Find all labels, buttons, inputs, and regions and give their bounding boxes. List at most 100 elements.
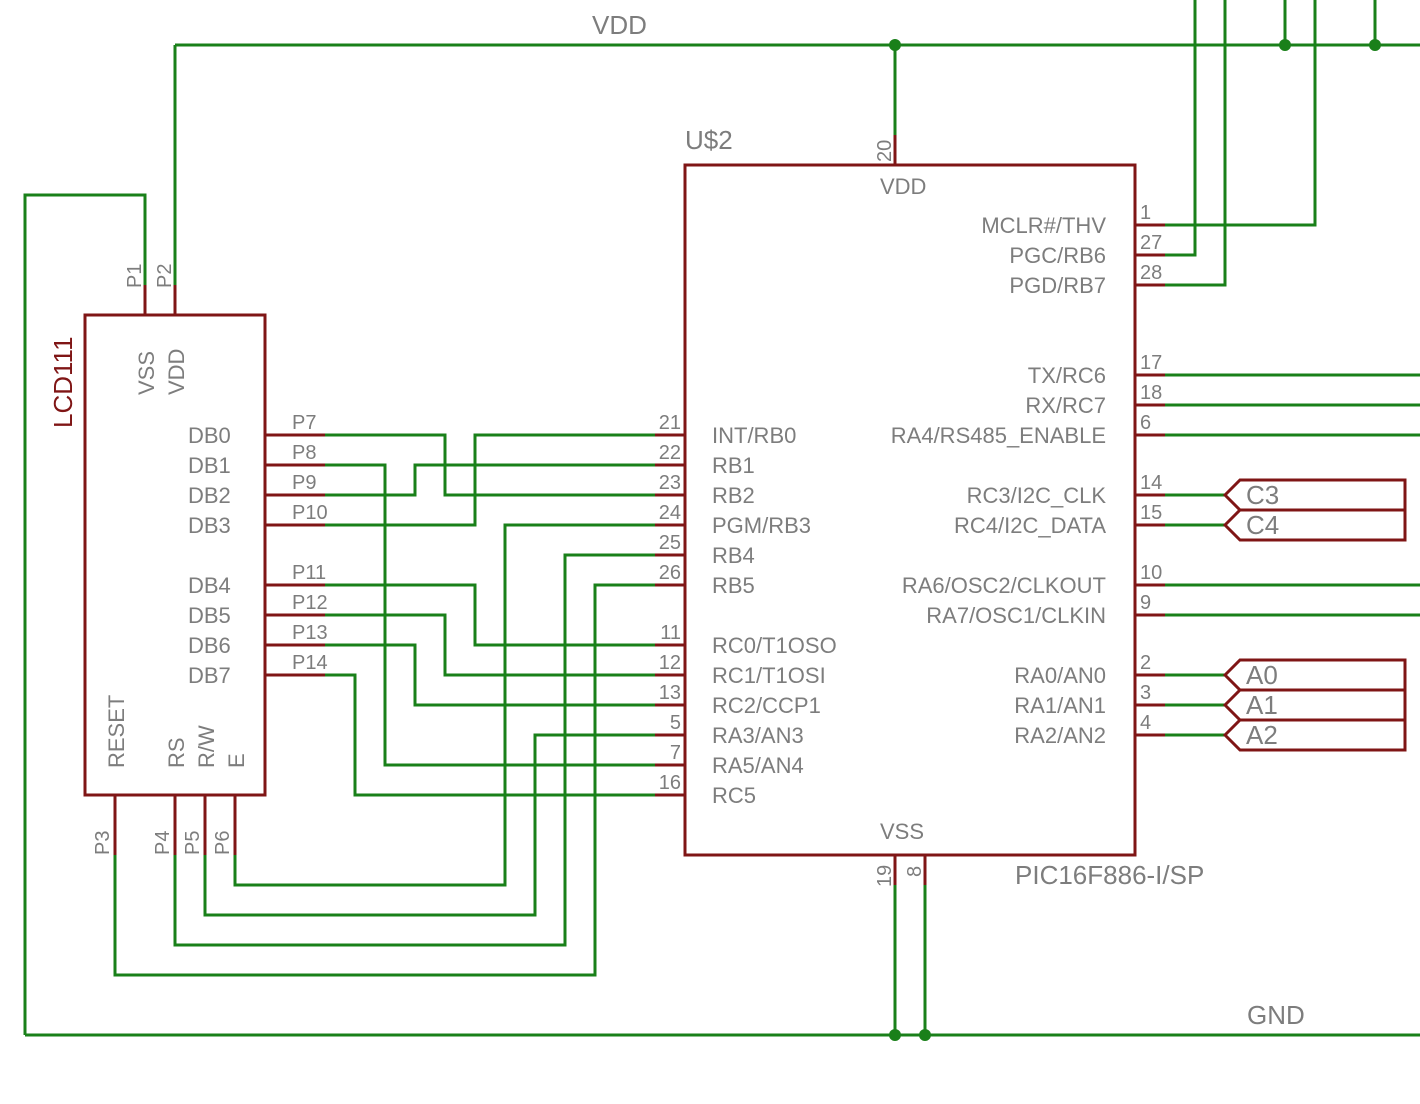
mcu-pin-name: RA2/AN2: [1014, 723, 1106, 748]
lcd-bottom-pins: P3 P4 P5 P6 RESET RS R/W E: [92, 695, 249, 855]
mcu-pin-number: 18: [1140, 382, 1162, 404]
junction-dot: [889, 39, 901, 51]
mcu-pin-number: 14: [1140, 472, 1162, 494]
lcd-pin-number: P3: [92, 831, 114, 855]
mcu-pin-number: 6: [1140, 412, 1151, 434]
mcu-pin-number: 13: [659, 682, 681, 704]
mcu-pin-number: 28: [1140, 262, 1162, 284]
mcu-pin-number: 17: [1140, 352, 1162, 374]
mcu-pin-name: RA5/AN4: [712, 753, 804, 778]
mcu-pin-number: 26: [659, 562, 681, 584]
lcd-reference: LCD111: [48, 336, 78, 428]
mcu-pin-name: RA6/OSC2/CLKOUT: [902, 573, 1106, 598]
mcu-pin-number: 24: [659, 502, 681, 524]
mcu-pin-number: 3: [1140, 682, 1151, 704]
lcd-pin-number: P4: [152, 831, 174, 855]
lcd-pin-name: R/W: [194, 725, 219, 768]
mcu-pin-number: 10: [1140, 562, 1162, 584]
mcu-pin-number: 23: [659, 472, 681, 494]
mcu-pin-name: RC3/I2C_CLK: [967, 483, 1107, 508]
port-label: C3: [1246, 480, 1279, 510]
junctions: [889, 39, 1381, 1041]
e-to-rb3-wire: [233, 523, 655, 887]
mcu-pin-number: 20: [874, 140, 896, 162]
port-label: A2: [1246, 720, 1278, 750]
mcu-pin-name: RA3/AN3: [712, 723, 804, 748]
mcu-pin-number: 21: [659, 412, 681, 434]
mcu-left-pins: 21 22 23 24 25 26 11 12 13 5 7 16 INT/RB…: [655, 412, 837, 808]
mcu-pin-number: 16: [659, 772, 681, 794]
mcu-pin-number: 2: [1140, 652, 1151, 674]
mcu-body: [683, 163, 1137, 857]
mcu-pin-number: 27: [1140, 232, 1162, 254]
junction-dot: [919, 1029, 931, 1041]
mcu-pin-number: 11: [660, 622, 681, 644]
mcu-reference: U$2: [685, 125, 733, 155]
lcd-pin-number: P11: [292, 562, 326, 584]
mcu-pin-number: 19: [874, 865, 896, 887]
port-label: A1: [1246, 690, 1278, 720]
gnd-to-lcd-p1-wire: [23, 193, 147, 1035]
mcu-pin-name: PGM/RB3: [712, 513, 811, 538]
mcu-pin-name: RA7/OSC1/CLKIN: [926, 603, 1106, 628]
mcu-pin-name: RB1: [712, 453, 755, 478]
mcu-pin-name: TX/RC6: [1028, 363, 1106, 388]
mcu-pin-number: 7: [670, 742, 681, 764]
lcd-pin-name: DB0: [188, 423, 231, 448]
lcd-pin-name: DB4: [188, 573, 231, 598]
lcd-pin-number: P12: [292, 592, 328, 614]
mcu-pin-name: RB5: [712, 573, 755, 598]
port-a1-shape: [1222, 688, 1407, 722]
mcu-pin-name: RC4/I2C_DATA: [954, 513, 1106, 538]
lcd-pin-name: DB1: [188, 453, 231, 478]
lcd-pin-number: P8: [292, 442, 316, 464]
mcu-pin-name: VDD: [880, 174, 926, 199]
lcd-pin-number: P1: [124, 264, 146, 288]
lcd-pin-name: RS: [164, 737, 189, 768]
mcu-pin-number: 8: [904, 866, 926, 877]
mcu-pin-number: 1: [1140, 202, 1151, 224]
lcd-right-pins: P7 P8 P9 P10 P11 P12 P13 P14 DB0 DB1 DB2…: [188, 412, 328, 688]
mcu-pin-name: RC1/T1OSI: [712, 663, 826, 688]
db2-to-rb1-wire: [325, 463, 655, 497]
lcd-pin-name: DB2: [188, 483, 231, 508]
mcu-pin-number: 25: [659, 532, 681, 554]
net-label-vdd: VDD: [592, 10, 647, 40]
mcu-pin-name: INT/RB0: [712, 423, 796, 448]
port-a2-shape: [1222, 718, 1407, 752]
mcu-pin-number: 22: [659, 442, 681, 464]
mcu-pin-name: RC5: [712, 783, 756, 808]
lcd-pin-number: P10: [292, 502, 328, 524]
mcu-pin-number: 9: [1140, 592, 1151, 614]
lcd-pin-number: P14: [292, 652, 328, 674]
port-labels: C3 C4 A0 A1 A2: [1222, 478, 1407, 752]
junction-dot: [1279, 39, 1291, 51]
lcd-pin-number: P9: [292, 472, 316, 494]
rs-to-rb4-wire: [173, 553, 655, 947]
lcd-pin-number: P7: [292, 412, 316, 434]
lcd-pin-number: P6: [212, 831, 234, 855]
lcd-pin-number: P5: [182, 831, 204, 855]
lcd-pin-name: DB5: [188, 603, 231, 628]
mcu-component: U$2 PIC16F886-I/SP 20 VDD 19 8 VSS 21 22: [655, 125, 1204, 890]
port-c4-shape: [1222, 508, 1407, 542]
lcd-pin-name: RESET: [104, 695, 129, 768]
db3-to-rb0-wire: [325, 433, 655, 527]
mcu-pin27-wire: [1165, 0, 1197, 257]
mcu-right-pins: 1 27 28 17 18 6 14 15 10 9 2 3 4 MCLR#/T…: [891, 202, 1165, 748]
mcu-pin-name: RA4/RS485_ENABLE: [891, 423, 1106, 448]
mcu-pin-name: RA1/AN1: [1014, 693, 1106, 718]
lcd-pin-name: E: [224, 753, 249, 768]
mcu-pin-name: VSS: [880, 819, 924, 844]
port-label: C4: [1246, 510, 1279, 540]
lcd-pin-name: VSS: [134, 351, 159, 395]
lcd-pin-number: P13: [292, 622, 328, 644]
rw-to-ra3-wire: [203, 733, 655, 917]
db5-to-rc1-wire: [325, 613, 655, 677]
mcu-pin-name: MCLR#/THV: [981, 213, 1106, 238]
mcu-pin-name: RB2: [712, 483, 755, 508]
lcd-component: LCD111 P1 P2 VSS VDD P7 P8 P9 P10 P11 P1…: [48, 264, 328, 855]
junction-dot: [1369, 39, 1381, 51]
mcu-value: PIC16F886-I/SP: [1015, 860, 1204, 890]
